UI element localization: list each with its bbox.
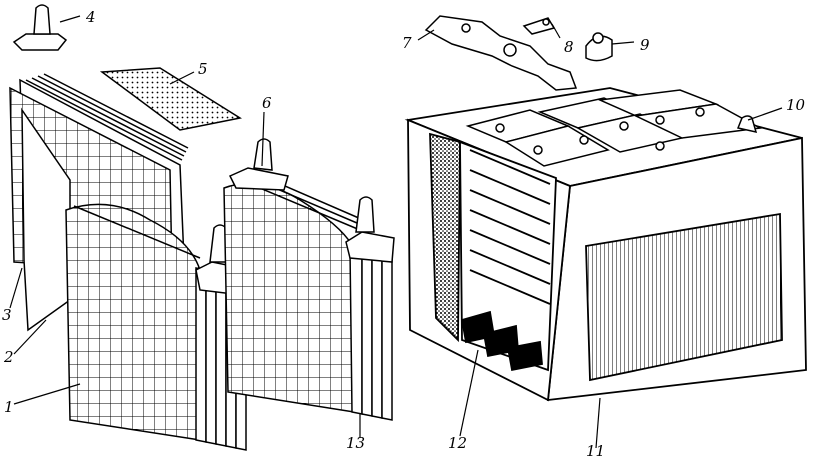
cell-covers <box>465 89 763 167</box>
pillar-part-6 <box>228 138 289 191</box>
callout-10: 10 <box>786 96 806 114</box>
callout-4: 4 <box>85 8 96 26</box>
separator-strip-part <box>99 67 242 131</box>
vent-plug-part <box>585 32 613 62</box>
connector-bar-part <box>424 15 578 91</box>
callout-6: 6 <box>262 94 272 112</box>
terminal-pin-part <box>12 4 68 51</box>
callout-3: 3 <box>2 306 12 324</box>
callout-12: 12 <box>448 434 467 452</box>
callout-1: 1 <box>4 398 14 416</box>
callout-5: 5 <box>198 60 208 78</box>
callout-8: 8 <box>564 38 574 56</box>
bracket-part <box>522 17 556 35</box>
plate-pack-13 <box>223 169 395 421</box>
leader-lines <box>9 15 783 449</box>
front-plate-grid <box>65 203 201 441</box>
callout-7: 7 <box>402 34 412 52</box>
callout-2: 2 <box>3 348 14 366</box>
callout-11: 11 <box>586 442 605 458</box>
callout-13: 13 <box>346 434 365 452</box>
callout-9: 9 <box>640 36 650 54</box>
separator-sheet <box>21 107 71 332</box>
